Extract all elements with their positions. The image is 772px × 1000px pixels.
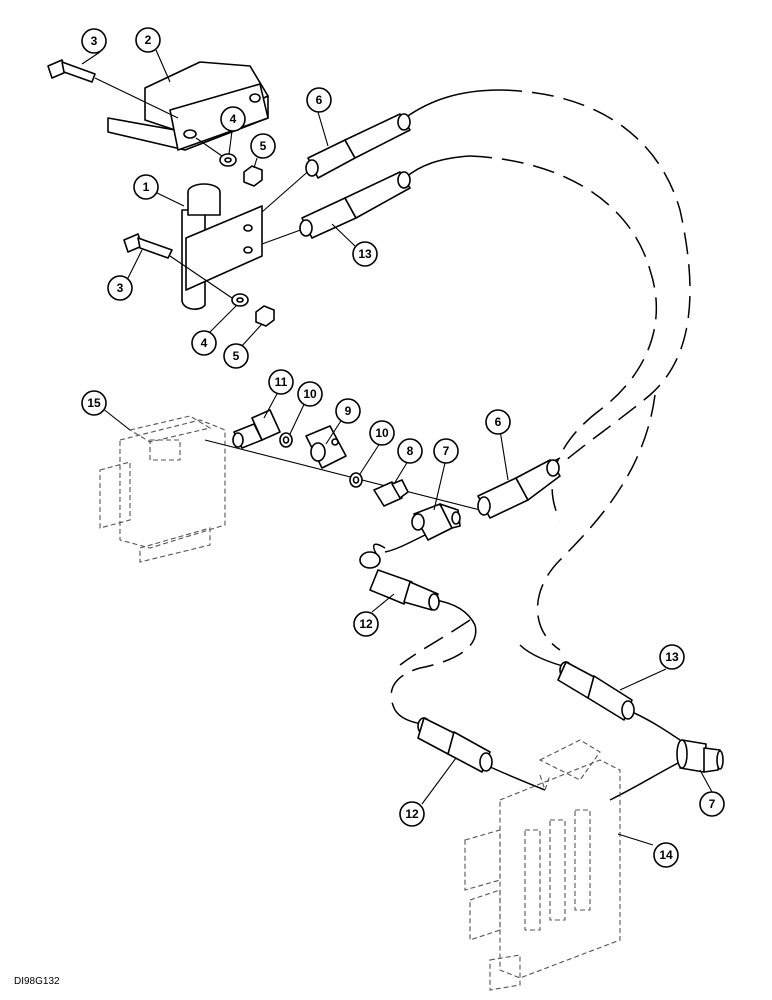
hose-fitting-13-top <box>261 171 411 245</box>
callout-12-middle: 12 <box>353 611 379 637</box>
callout-14: 14 <box>653 842 679 868</box>
callout-4-top: 4 <box>220 106 246 132</box>
callout-7-top: 7 <box>433 438 459 464</box>
callout-11: 11 <box>268 369 294 395</box>
nut-part-5-middle <box>255 305 275 327</box>
svg-text:9: 9 <box>345 404 352 418</box>
svg-text:14: 14 <box>659 848 673 862</box>
adapter-part-9 <box>305 425 347 469</box>
hose-fitting-6-top <box>261 113 411 213</box>
callout-15: 15 <box>81 390 107 416</box>
svg-text:13: 13 <box>358 247 372 261</box>
svg-text:12: 12 <box>405 807 419 821</box>
washer-part-4-top-hole <box>224 157 232 163</box>
callout-12-lower: 12 <box>399 801 425 827</box>
svg-text:7: 7 <box>709 797 716 811</box>
callout-10-right: 10 <box>369 420 395 446</box>
washer-part-10-right-hole <box>352 476 360 484</box>
callout-2: 2 <box>135 27 161 53</box>
svg-text:8: 8 <box>407 444 414 458</box>
callout-13-top: 13 <box>352 241 378 267</box>
connector-part-8 <box>373 479 409 507</box>
callout-6-top: 6 <box>306 87 332 113</box>
svg-text:4: 4 <box>230 112 237 126</box>
callout-7-lower: 7 <box>699 791 725 817</box>
callout-leader-lines <box>81 49 713 846</box>
tee-fitting-7-top <box>411 503 461 541</box>
svg-text:11: 11 <box>275 375 288 389</box>
callout-3-top: 3 <box>81 28 107 54</box>
svg-text:10: 10 <box>303 387 317 401</box>
elbow-fitting-11 <box>232 409 281 449</box>
ghost-valve-block-14 <box>464 739 621 991</box>
hose-fitting-6-middle <box>477 459 561 519</box>
svg-text:13: 13 <box>665 650 679 664</box>
callout-13-lower: 13 <box>659 644 685 670</box>
hose-lines <box>373 89 691 801</box>
tee-fitting-7-lower <box>676 739 724 773</box>
svg-text:1: 1 <box>143 180 150 194</box>
hose-fitting-12-lower <box>417 717 493 773</box>
callout-5-middle: 5 <box>223 343 249 369</box>
reference-code: DI98G132 <box>14 976 60 987</box>
bolt-part-3-top <box>47 59 179 119</box>
cylinder-part-1 <box>181 183 263 310</box>
svg-text:5: 5 <box>260 139 267 153</box>
svg-text:12: 12 <box>359 617 373 631</box>
hose-fitting-13-lower <box>557 661 635 721</box>
bracket-part-2 <box>107 61 269 151</box>
callout-10-left: 10 <box>297 381 323 407</box>
hose-fitting-12-middle <box>359 551 440 611</box>
svg-text:3: 3 <box>91 34 98 48</box>
callout-5-top: 5 <box>250 133 276 159</box>
fitting-chain-line <box>204 439 481 511</box>
svg-text:5: 5 <box>233 349 240 363</box>
svg-text:6: 6 <box>316 93 323 107</box>
svg-text:2: 2 <box>145 33 152 47</box>
ghost-component-15 <box>99 415 226 563</box>
callout-6-middle: 6 <box>485 409 511 435</box>
callout-1: 1 <box>133 174 159 200</box>
callout-3-middle: 3 <box>107 275 133 301</box>
nut-part-5-top <box>243 165 263 187</box>
svg-text:7: 7 <box>443 444 450 458</box>
svg-text:4: 4 <box>201 336 208 350</box>
washer-part-10-left-hole <box>282 436 290 444</box>
washer-part-4-middle-hole <box>236 297 244 303</box>
bolt-part-3-middle <box>123 233 233 299</box>
callout-9: 9 <box>335 398 361 424</box>
svg-text:6: 6 <box>495 415 502 429</box>
svg-text:10: 10 <box>375 426 389 440</box>
svg-text:15: 15 <box>87 396 101 410</box>
callout-8: 8 <box>397 438 423 464</box>
callout-4-middle: 4 <box>191 330 217 356</box>
svg-text:3: 3 <box>117 281 124 295</box>
